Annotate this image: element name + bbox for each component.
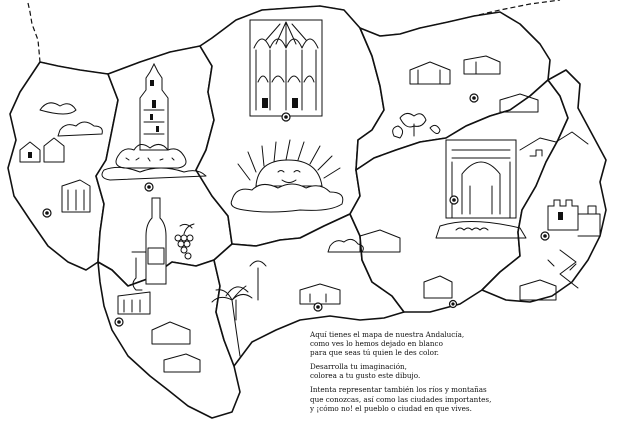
city-markers <box>42 93 550 327</box>
sun-face-icon <box>230 139 344 213</box>
caption-line: Desarrolla tu imaginación, <box>310 362 407 372</box>
olive-trees-icon <box>392 55 539 139</box>
caption-paragraph-3: Intenta representar también los ríos y m… <box>310 385 530 412</box>
palm-tree-icon <box>211 285 253 357</box>
city-huelva-marker <box>42 208 52 218</box>
city-sevilla-marker <box>144 182 154 192</box>
caption-paragraph-1: Aquí tienes el mapa de nuestra Andalucía… <box>310 330 530 357</box>
city-malaga-marker <box>313 302 323 312</box>
alhambra-arch-icon <box>435 139 527 239</box>
caption-line: como ves lo hemos dejado en blanco <box>310 339 443 349</box>
city-jaen-marker <box>469 93 479 103</box>
province-almeria <box>481 69 607 303</box>
city-granada-marker <box>449 195 459 205</box>
caption-line: y ¡cómo no! el pueblo o ciudad en que vi… <box>310 403 472 413</box>
wine-bottle-icon <box>131 197 167 291</box>
mezquita-arches-icon <box>249 19 323 117</box>
caption-line: colorea a tu gusto este dibujo. <box>310 371 421 381</box>
caption-line: que conozcas, así como las ciudades impo… <box>310 394 492 404</box>
city-cadiz-marker <box>114 317 124 327</box>
town-marker-east <box>448 299 458 309</box>
caption-line: Intenta representar también los ríos y m… <box>310 385 487 395</box>
giralda-tower-icon <box>101 62 207 181</box>
caption-line: Aquí tienes el mapa de nuestra Andalucía… <box>310 330 465 339</box>
caption-paragraph-2: Desarrolla tu imaginación, colorea a tu … <box>310 362 530 380</box>
castle-walls-icon <box>519 131 601 289</box>
caption-line: para que seas tú quien le des color. <box>310 348 439 358</box>
city-almeria-marker <box>540 231 550 241</box>
instructions-caption: Aquí tienes el mapa de nuestra Andalucía… <box>310 330 530 418</box>
clouds-icon <box>57 121 364 253</box>
village-houses-icon <box>19 102 557 373</box>
city-cordoba-marker <box>281 112 291 122</box>
grapes-icon <box>174 223 195 260</box>
